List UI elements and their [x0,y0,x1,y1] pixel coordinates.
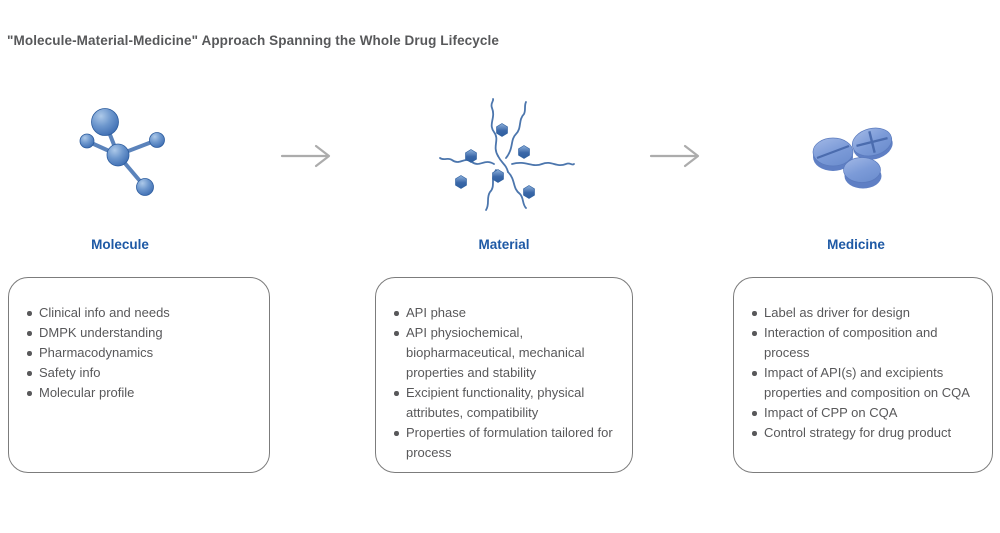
list-item: API physiochemical, biopharmaceutical, m… [393,323,622,383]
arrow-right-icon [649,143,705,174]
medicine-icon [806,114,908,199]
column-label-molecule: Molecule [91,237,149,252]
list-item: DMPK understanding [26,323,259,343]
molecule-icon [72,98,177,218]
list-item: Molecular profile [26,383,259,403]
list-item: Control strategy for drug product [751,423,982,443]
list-item: Label as driver for design [751,303,982,323]
list-item: Safety info [26,363,259,383]
column-label-medicine: Medicine [827,237,885,252]
list-item: Impact of API(s) and excipients properti… [751,363,982,403]
list-item: Excipient functionality, physical attrib… [393,383,622,423]
column-label-material: Material [478,237,530,252]
material-icon [436,98,576,221]
list-item: Pharmacodynamics [26,343,259,363]
list-item: API phase [393,303,622,323]
list-item: Properties of formulation tailored for p… [393,423,622,463]
list-item: Impact of CPP on CQA [751,403,982,423]
list-item: Interaction of composition and process [751,323,982,363]
page-title: "Molecule-Material-Medicine" Approach Sp… [7,33,499,48]
arrow-right-icon [280,143,336,174]
list-item: Clinical info and needs [26,303,259,323]
